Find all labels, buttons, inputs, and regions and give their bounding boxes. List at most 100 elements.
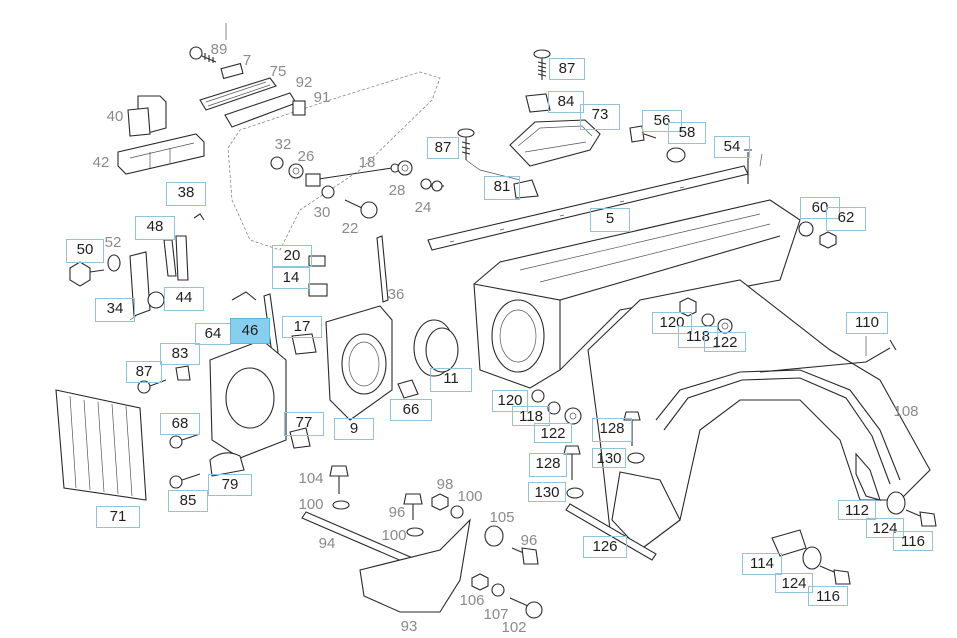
callout-71[interactable]: 71: [96, 506, 140, 528]
callout-83[interactable]: 83: [160, 343, 200, 365]
callout-118-upper[interactable]: 118: [678, 326, 718, 348]
callout-28[interactable]: 28: [388, 182, 406, 199]
washer-118-lower: [547, 401, 561, 415]
callout-110[interactable]: 110: [846, 312, 888, 334]
nut-32: [270, 156, 284, 170]
callout-64[interactable]: 64: [195, 323, 231, 345]
washer-26: [288, 163, 304, 179]
callout-89[interactable]: 89: [210, 41, 228, 58]
callout-122-upper[interactable]: 122: [704, 332, 746, 352]
callout-126[interactable]: 126: [583, 536, 627, 558]
callout-108[interactable]: 108: [893, 403, 919, 420]
callout-87-top[interactable]: 87: [549, 58, 585, 80]
callout-128-lower[interactable]: 128: [529, 453, 567, 477]
callout-52[interactable]: 52: [104, 234, 122, 251]
callout-36[interactable]: 36: [387, 286, 405, 303]
callout-73[interactable]: 73: [580, 104, 620, 130]
callout-66[interactable]: 66: [390, 399, 432, 421]
cover-79: [209, 452, 245, 477]
washer-130-lower: [566, 487, 584, 499]
callout-60[interactable]: 60: [800, 197, 840, 219]
callout-44[interactable]: 44: [164, 287, 204, 311]
rod-18: [305, 163, 400, 187]
washer-28: [397, 160, 413, 176]
callout-81[interactable]: 81: [484, 176, 520, 200]
callout-96-left[interactable]: 96: [388, 504, 406, 521]
callout-75[interactable]: 75: [269, 63, 287, 80]
callout-17[interactable]: 17: [282, 316, 322, 338]
washer-30: [321, 185, 335, 199]
callout-5[interactable]: 5: [590, 208, 630, 232]
callout-9[interactable]: 9: [334, 418, 374, 440]
callout-84[interactable]: 84: [548, 91, 584, 113]
callout-112[interactable]: 112: [838, 500, 876, 520]
callout-48[interactable]: 48: [135, 216, 175, 240]
callout-20[interactable]: 20: [272, 245, 312, 267]
callout-87-mid[interactable]: 87: [427, 137, 459, 159]
washer-130-upper: [627, 452, 645, 464]
callout-116-lower[interactable]: 116: [808, 586, 848, 606]
callout-50[interactable]: 50: [66, 239, 104, 263]
callout-32[interactable]: 32: [274, 136, 292, 153]
callout-92[interactable]: 92: [295, 74, 313, 91]
callout-68[interactable]: 68: [160, 413, 200, 435]
callout-14[interactable]: 14: [272, 267, 310, 289]
callout-100-mid[interactable]: 100: [381, 527, 407, 544]
callout-79[interactable]: 79: [208, 474, 252, 496]
callout-42[interactable]: 42: [92, 154, 110, 171]
clip-77: [289, 427, 311, 449]
callout-87-left[interactable]: 87: [126, 361, 162, 383]
callout-130-lower[interactable]: 130: [528, 482, 566, 502]
washer-107: [491, 583, 505, 597]
callout-105[interactable]: 105: [489, 509, 515, 526]
callout-100-right[interactable]: 100: [457, 488, 483, 505]
callout-62[interactable]: 62: [826, 207, 866, 231]
callout-120-lower[interactable]: 120: [492, 390, 528, 412]
washer-60: [798, 221, 814, 237]
callout-18[interactable]: 18: [358, 154, 376, 171]
inner-housing: [473, 199, 801, 389]
nut-120-lower: [531, 389, 545, 403]
callout-94[interactable]: 94: [318, 535, 336, 552]
callout-122-lower[interactable]: 122: [534, 423, 572, 443]
callout-58[interactable]: 58: [668, 122, 706, 144]
callout-26[interactable]: 26: [297, 148, 315, 165]
callout-30[interactable]: 30: [313, 204, 331, 221]
washer-100-right: [450, 505, 464, 519]
callout-96-right[interactable]: 96: [520, 532, 538, 549]
callout-24[interactable]: 24: [414, 199, 432, 216]
callout-106[interactable]: 106: [459, 592, 485, 609]
callout-56[interactable]: 56: [642, 110, 682, 132]
screw-85: [169, 473, 201, 489]
callout-11[interactable]: 11: [430, 368, 472, 392]
callout-116-upper[interactable]: 116: [893, 531, 933, 551]
callout-130-upper[interactable]: 130: [592, 448, 626, 468]
nut-62: [819, 231, 837, 249]
callout-38[interactable]: 38: [166, 182, 206, 206]
callout-54[interactable]: 54: [714, 136, 750, 158]
callout-128-upper[interactable]: 128: [592, 418, 632, 442]
callout-118-lower[interactable]: 118: [512, 406, 550, 426]
callout-114[interactable]: 114: [742, 553, 782, 575]
callout-102[interactable]: 102: [501, 619, 527, 636]
callout-22[interactable]: 22: [341, 220, 359, 237]
callout-93[interactable]: 93: [400, 618, 418, 635]
callout-34[interactable]: 34: [95, 298, 135, 322]
callout-124-lower[interactable]: 124: [775, 573, 813, 593]
callout-40[interactable]: 40: [106, 108, 124, 125]
callout-46[interactable]: 46: [230, 318, 270, 344]
screw-87-left: [137, 379, 167, 394]
callout-104[interactable]: 104: [298, 470, 324, 487]
callout-7[interactable]: 7: [242, 52, 252, 69]
callout-107[interactable]: 107: [483, 606, 509, 623]
ring-11: [413, 319, 459, 377]
callout-77[interactable]: 77: [284, 412, 324, 436]
callout-124-upper[interactable]: 124: [866, 518, 904, 538]
callout-85[interactable]: 85: [168, 490, 208, 512]
washer-124-lower: [802, 546, 822, 570]
callout-91[interactable]: 91: [313, 89, 331, 106]
clip-66: [397, 379, 419, 399]
callout-98[interactable]: 98: [436, 476, 454, 493]
callout-100-left[interactable]: 100: [298, 496, 324, 513]
